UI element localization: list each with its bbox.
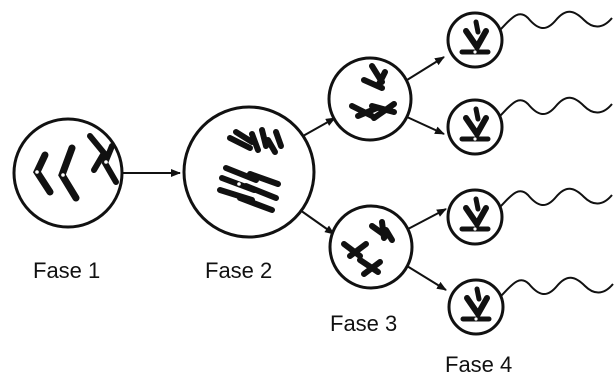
arrow-phase3-bottom-to-phase4-4 — [406, 265, 447, 291]
tail-1 — [499, 10, 613, 31]
phase-4-cell-1 — [446, 11, 504, 69]
tails — [499, 10, 614, 297]
phase-4-cell-4 — [447, 278, 505, 336]
phase-1-chromosomes — [33, 133, 119, 202]
arrow-phase3-bottom-to-phase4-3 — [407, 208, 447, 230]
arrow-phase3-top-to-phase4-2 — [406, 116, 445, 135]
phase-4-cell-2 — [446, 98, 504, 156]
phase-3-top-chromosomes — [349, 63, 397, 121]
phase-2-chromosomes — [217, 127, 284, 213]
phase-1-cell — [12, 117, 124, 229]
phase-3-cell-bottom — [328, 204, 414, 290]
phase-4-label: Fase 4 — [445, 352, 513, 377]
arrow-phase3-top-to-phase4-1 — [406, 56, 445, 81]
tail-4 — [500, 276, 614, 297]
arrow-phase2-to-phase3-top — [302, 117, 336, 137]
phase-1-label: Fase 1 — [33, 258, 101, 283]
phase-3-cell-top — [327, 56, 413, 142]
tail-2 — [499, 96, 613, 117]
phase-4-cell-3 — [446, 188, 504, 246]
arrow-phase2-to-phase3-bottom — [299, 209, 335, 235]
tail-3 — [499, 187, 613, 208]
phase-2-label: Fase 2 — [205, 258, 273, 283]
phase-2-cell — [182, 105, 316, 239]
phase-3-bottom-chromosomes — [341, 219, 395, 277]
phase-3-label: Fase 3 — [330, 311, 398, 336]
